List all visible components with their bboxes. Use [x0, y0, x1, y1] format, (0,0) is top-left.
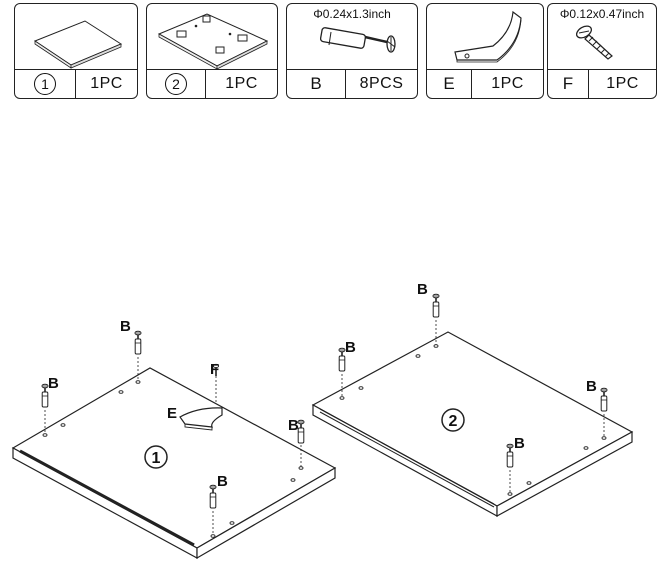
panel-1: 1	[11, 367, 337, 560]
part-quantity: 1PC	[606, 75, 639, 92]
part-quantity: 1PC	[491, 75, 524, 92]
bolts-and-guides	[44, 320, 605, 535]
callout-f: F	[210, 361, 219, 378]
callout-b: B	[345, 339, 356, 356]
panel-1-label: 1	[152, 450, 161, 467]
part-card-e: E 1PC	[426, 3, 544, 99]
part-quantity: 1PC	[90, 75, 123, 92]
part-id: B	[287, 70, 346, 98]
callout-b: B	[586, 378, 597, 395]
cam-bolt-icon	[319, 27, 396, 53]
callout-e: E	[167, 405, 177, 422]
screw-icon	[575, 25, 613, 60]
callout-b: B	[288, 417, 299, 434]
screw-f	[212, 363, 220, 376]
part-callouts: B B B B B B B B E F	[48, 281, 597, 490]
part-card-panel-1: 1 1PC	[14, 3, 138, 99]
part-card-panel-2: 2 1PC	[146, 3, 278, 99]
part-card-bolt-b: Φ0.24x1.3inch B 8PCS	[286, 3, 418, 99]
part-id: E	[427, 70, 472, 98]
part-id: 1	[34, 73, 56, 95]
part-dimension: Φ0.24x1.3inch	[313, 7, 391, 21]
panel-2-label: 2	[449, 413, 458, 430]
panel-1-thumbnail	[33, 20, 123, 69]
part-quantity: 8PCS	[359, 75, 404, 92]
callout-b: B	[120, 318, 131, 335]
callout-b: B	[48, 375, 59, 392]
parts-list: 1 1PC 2 1PC Φ0.24x1.3inch	[0, 0, 665, 104]
part-id: 2	[165, 73, 187, 95]
panel-2: 2	[311, 331, 634, 518]
part-dimension: Φ0.12x0.47inch	[559, 7, 645, 21]
callout-b: B	[417, 281, 428, 298]
curved-plate-icon	[454, 10, 522, 63]
panel-2-thumbnail	[157, 13, 269, 70]
callout-b: B	[514, 435, 525, 452]
part-id: F	[548, 70, 589, 98]
callout-b: B	[217, 473, 228, 490]
part-card-screw-f: Φ0.12x0.47inch F 1PC	[547, 3, 657, 99]
part-quantity: 1PC	[225, 75, 258, 92]
